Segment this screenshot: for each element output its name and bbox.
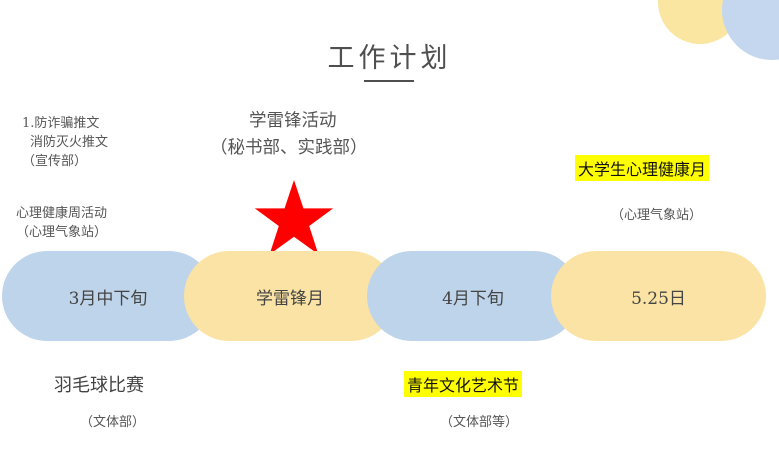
note-line: 1.防诈骗推文: [22, 116, 100, 131]
note-leifeng: 学雷锋活动 （秘书部、实践部）: [210, 108, 368, 162]
note-publicity: 1.防诈骗推文 消防灭火推文 （宣传部）: [22, 114, 108, 171]
badminton-org: （文体部）: [80, 415, 146, 430]
note-psych-week: 心理健康周活动 （心理气象站）: [16, 204, 107, 242]
timeline-pill-1: 3月中下旬: [2, 251, 214, 341]
star-shape: [254, 180, 334, 255]
pill-label: 5.25日: [631, 288, 686, 309]
note-line: （宣传部）: [22, 154, 88, 169]
note-line: 学雷锋活动: [249, 111, 337, 131]
slide-title: 工作计划: [327, 43, 452, 74]
pill-label: 3月中下旬: [68, 288, 148, 309]
event-badminton: 羽毛球比赛: [54, 375, 144, 396]
note-line: 心理健康周活动: [16, 206, 108, 221]
highlight-health-month: 大学生心理健康月: [575, 155, 710, 181]
note-line: 消防灭火推文: [30, 135, 109, 150]
title-underline: [364, 80, 414, 82]
timeline-pill-3: 4月下旬: [367, 251, 579, 341]
note-line: （秘书部、实践部）: [210, 138, 368, 158]
pill-label: 学雷锋月: [256, 288, 324, 309]
culture-festival-org: （文体部等）: [440, 415, 519, 430]
note-line: （心理气象站）: [16, 225, 108, 240]
timeline-pill-2: 学雷锋月: [184, 251, 396, 341]
health-month-org: （心理气象站）: [611, 208, 703, 223]
highlight-culture-festival: 青年文化艺术节: [404, 371, 523, 397]
timeline-pill-4: 5.25日: [551, 251, 766, 341]
pill-label: 4月下旬: [442, 288, 504, 309]
star-icon: [254, 180, 334, 255]
